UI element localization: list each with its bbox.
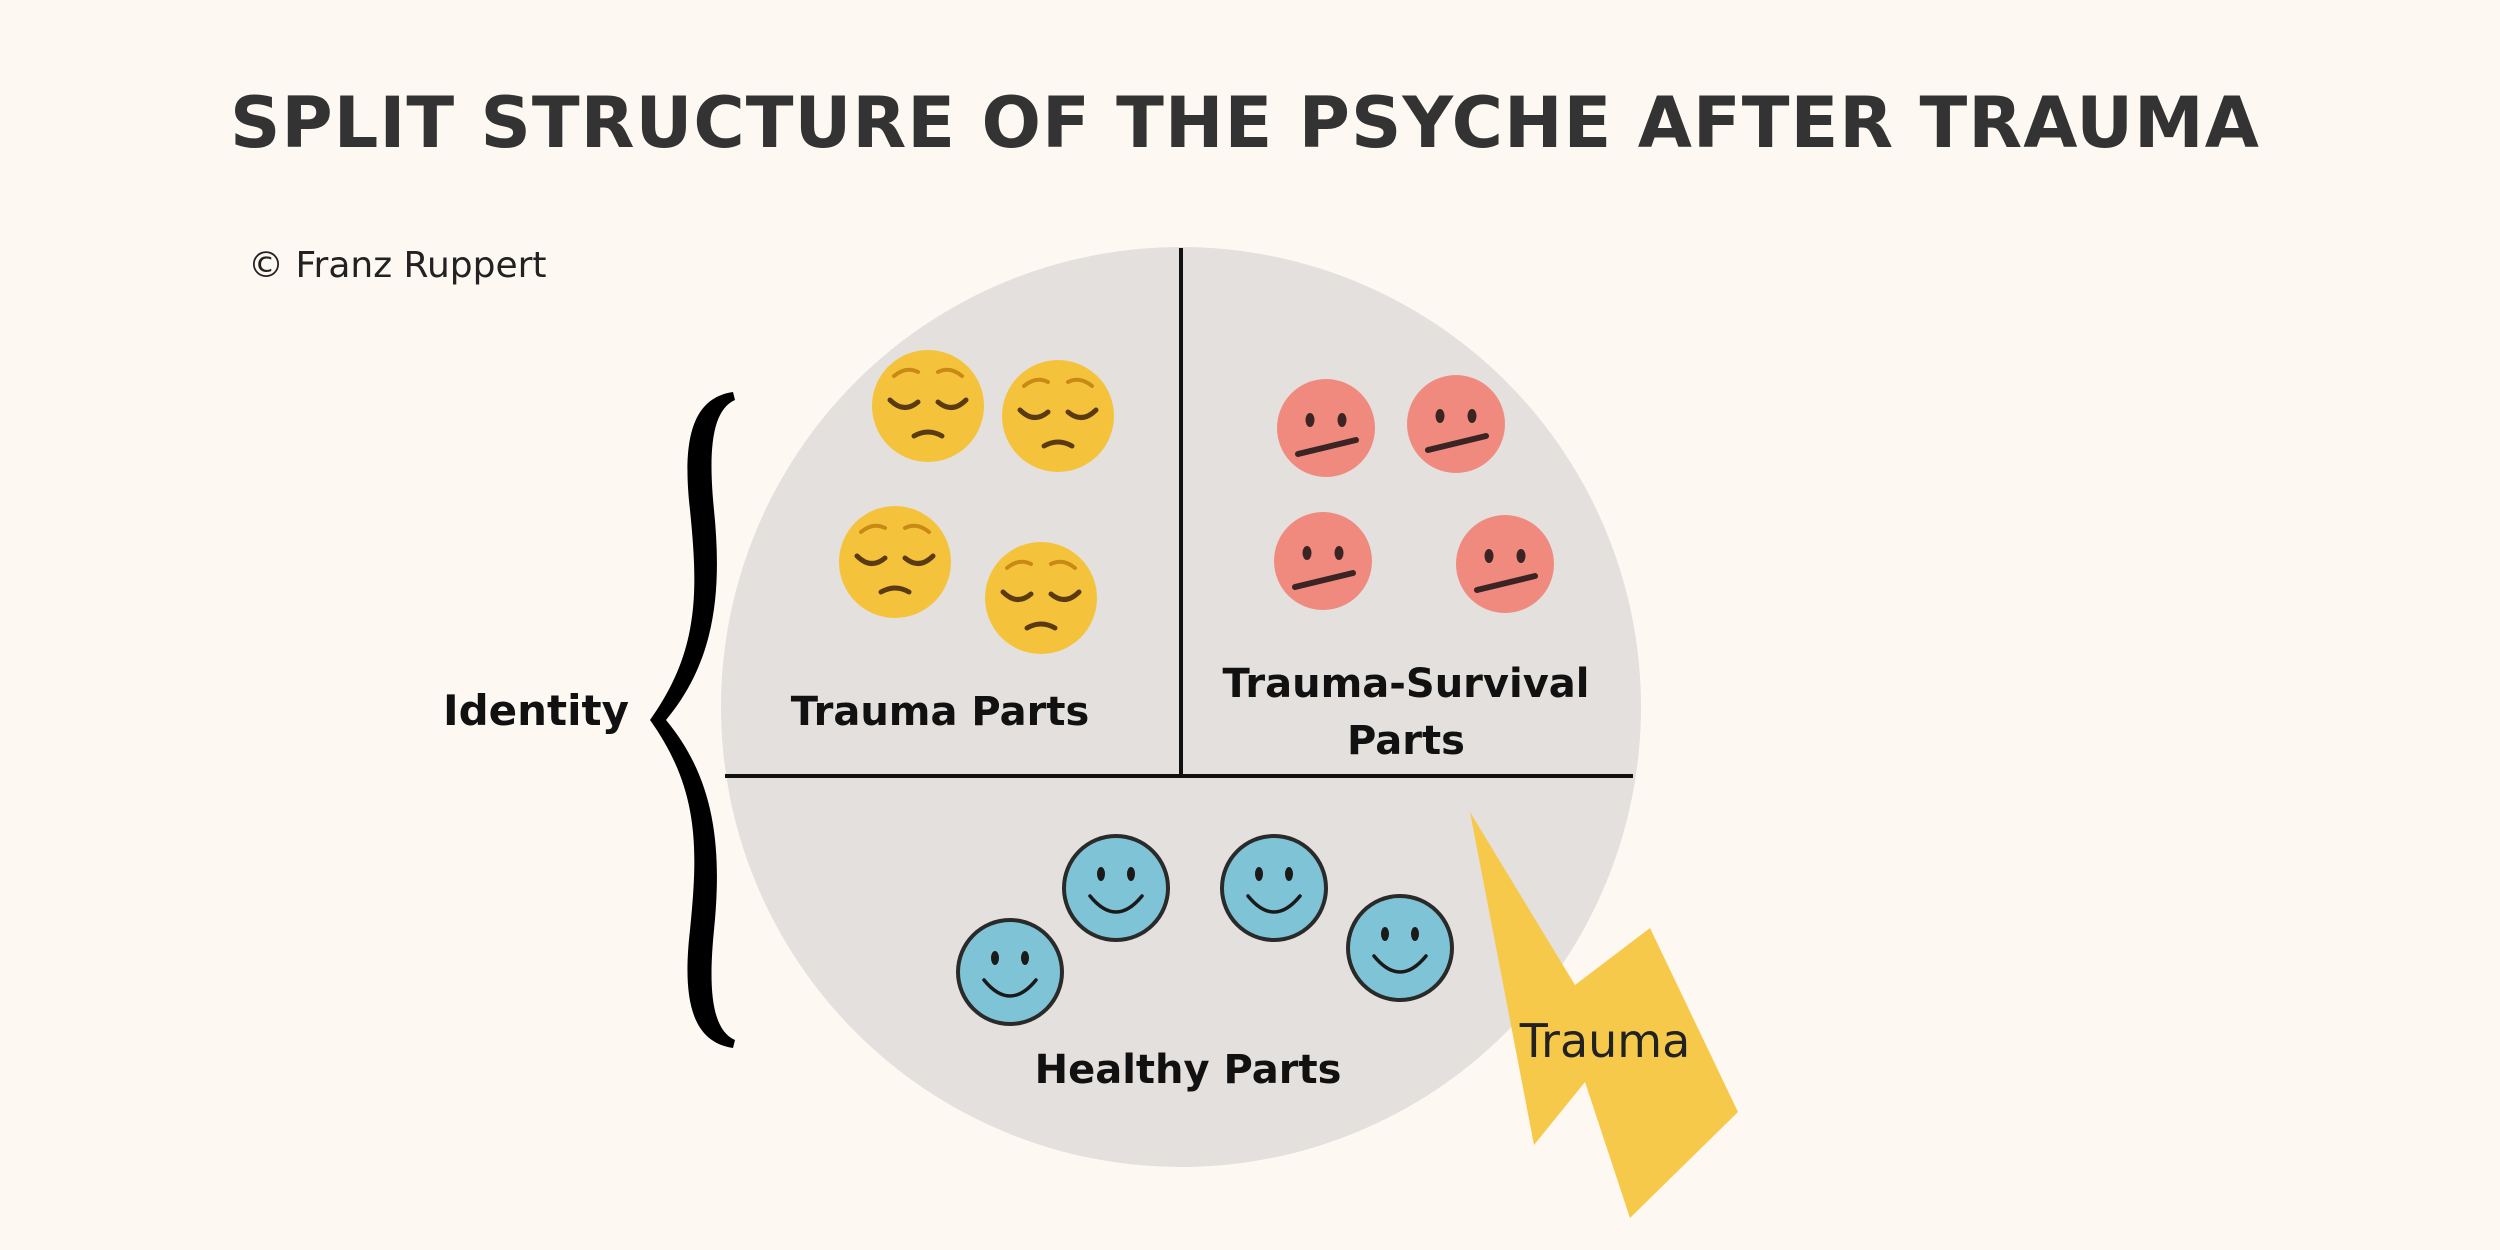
pensive-face-icon bbox=[839, 506, 951, 618]
skeptical-face-icon bbox=[1407, 375, 1505, 473]
survival-parts-label-line1: Trauma-Survival bbox=[1223, 661, 1590, 707]
pensive-face-icon bbox=[985, 542, 1097, 654]
survival-parts-label-line2: Parts bbox=[1347, 718, 1465, 764]
healthy-parts-label: Healthy Parts bbox=[1035, 1047, 1342, 1093]
smiley-face-icon bbox=[954, 916, 1066, 1028]
lightning-bolt-icon bbox=[1470, 812, 1738, 1218]
identity-brace bbox=[650, 392, 735, 1048]
smiley-face-icon bbox=[1060, 832, 1172, 944]
skeptical-face-icon bbox=[1277, 379, 1375, 477]
page-title: SPLIT STRUCTURE OF THE PSYCHE AFTER TRAU… bbox=[230, 82, 2260, 164]
trauma-label: Trauma bbox=[1519, 1014, 1691, 1068]
identity-label: Identity bbox=[443, 686, 629, 735]
skeptical-face-icon bbox=[1456, 515, 1554, 613]
skeptical-face-icon bbox=[1274, 512, 1372, 610]
pensive-face-icon bbox=[1002, 360, 1114, 472]
smiley-face-icon bbox=[1218, 832, 1330, 944]
trauma-parts-label: Trauma Parts bbox=[791, 689, 1090, 735]
pensive-face-icon bbox=[872, 350, 984, 462]
smiley-face-icon bbox=[1344, 892, 1456, 1004]
copyright-notice: © Franz Ruppert bbox=[248, 245, 547, 286]
